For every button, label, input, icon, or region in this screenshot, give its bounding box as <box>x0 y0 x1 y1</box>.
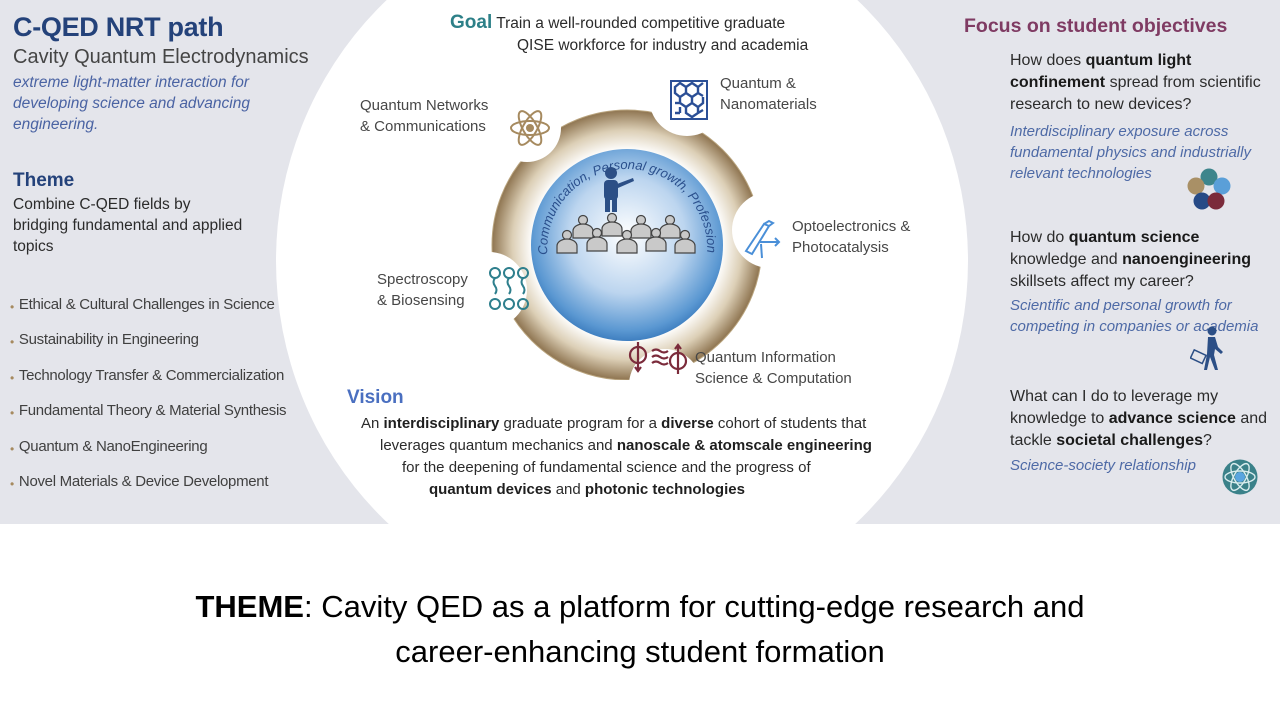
bullet-icon: • <box>10 406 14 421</box>
node-spectroscopy: Spectroscopy& Biosensing <box>377 271 468 309</box>
students-icon <box>556 212 696 254</box>
bullet-icon: • <box>10 300 14 314</box>
solar-panel-icon <box>744 219 781 259</box>
bullet-icon: • <box>10 476 14 491</box>
topic-item: •Ethical & Cultural Challenges in Scienc… <box>10 296 286 331</box>
bullet-icon: • <box>10 335 14 350</box>
qubit-spin-icon <box>628 342 688 374</box>
tagline: extreme light-matter interaction for dev… <box>13 74 250 133</box>
node-optoelectronics: Optoelectronics &Photocatalysis <box>792 218 911 256</box>
hexagon-lattice-icon <box>670 80 708 120</box>
topic-item: •Fundamental Theory & Material Synthesis <box>10 402 287 437</box>
diversity-circles-icon <box>1187 168 1231 210</box>
answer-1: Interdisciplinary exposure across fundam… <box>1010 123 1251 182</box>
topic-item: •Technology Transfer & Commercialization <box>10 367 286 402</box>
question-1: How does quantum light confinement sprea… <box>1010 52 1261 113</box>
topic-list: •Ethical & Cultural Challenges in Scienc… <box>10 296 287 508</box>
answer-2: Scientific and personal growth for compe… <box>1010 297 1259 335</box>
footer-theme: THEME: Cavity QED as a platform for cutt… <box>195 589 1085 669</box>
topic-item: •Novel Materials & Device Development <box>10 473 286 508</box>
vision-text: An interdisciplinary graduate program fo… <box>361 415 872 498</box>
vision-heading: Vision <box>347 387 404 408</box>
theme-text: Combine C-QED fields by bridging fundame… <box>13 196 243 255</box>
topic-item: •Sustainability in Engineering <box>10 331 286 366</box>
walking-professional-icon <box>1190 326 1223 370</box>
question-2: How do quantum science knowledge and nan… <box>1010 229 1251 290</box>
page-title: C-QED NRT path <box>13 12 224 42</box>
footer-theme-label: THEME <box>195 589 304 624</box>
subtitle: Cavity Quantum Electrodynamics <box>13 46 309 68</box>
focus-heading: Focus on student objectives <box>964 15 1228 37</box>
infographic-panel: C-QED NRT path Cavity Quantum Electrodyn… <box>0 0 1280 524</box>
atom-icon <box>510 110 550 146</box>
molecule-chain-icon <box>489 267 529 310</box>
teacher-icon <box>604 167 634 212</box>
bullet-icon: • <box>10 370 14 385</box>
science-society-atom-icon <box>1222 459 1258 495</box>
topic-item: •Quantum & NanoEngineering <box>10 438 286 473</box>
node-quantum-networks: Quantum Networks& Communications <box>360 97 489 135</box>
question-3: What can I do to leverage my knowledge t… <box>1010 388 1268 449</box>
theme-heading: Theme <box>13 170 75 191</box>
goal-label: Goal <box>450 12 493 33</box>
bullet-icon: • <box>10 441 14 456</box>
node-quantum-nanomaterials: Quantum &Nanomaterials <box>720 75 817 113</box>
answer-3: Science-society relationship <box>1010 457 1196 474</box>
